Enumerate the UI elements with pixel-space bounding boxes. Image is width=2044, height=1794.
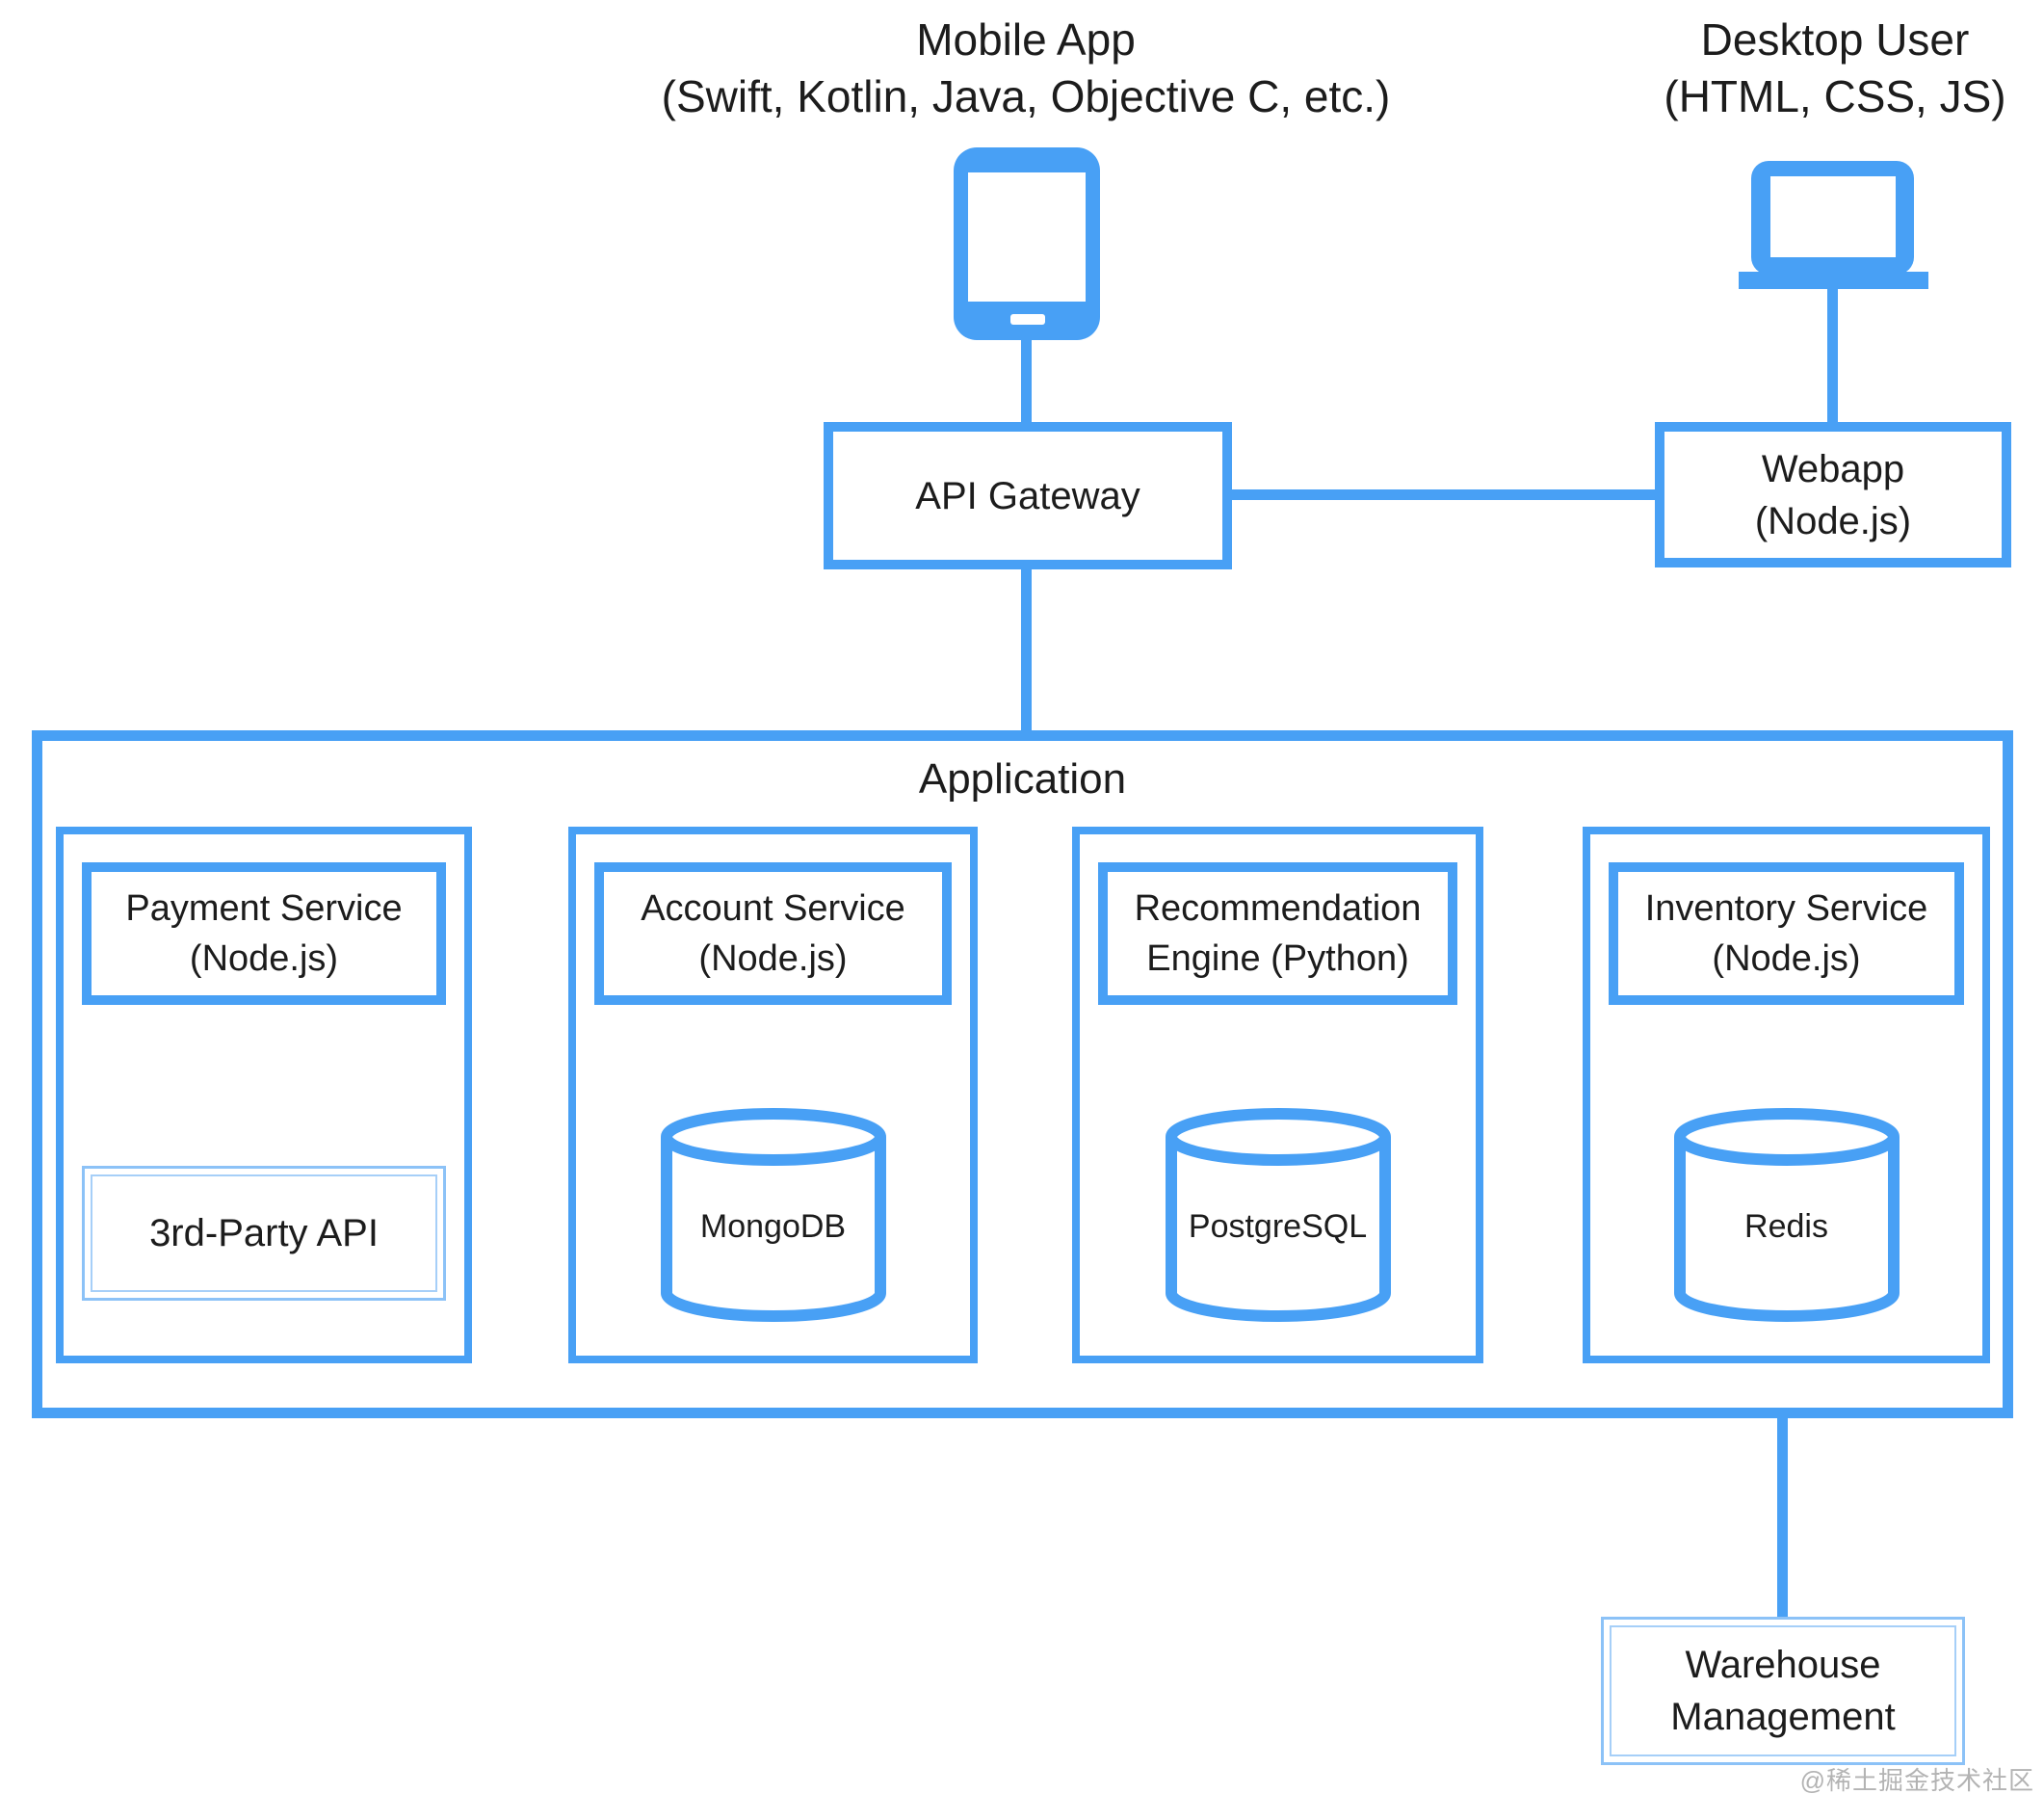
database-cylinder-icon [660,1108,886,1322]
third-party-api-label: 3rd-Party API [149,1212,379,1254]
account-service-title: Account Service (Node.js) [594,862,952,1005]
payment-service-title: Payment Service (Node.js) [82,862,446,1005]
desktop-user-label: Desktop User (HTML, CSS, JS) [1498,12,2044,125]
mongodb-database: MongoDB [660,1108,886,1328]
smartphone-icon [954,147,1100,340]
postgresql-label: PostgreSQL [1188,1208,1368,1245]
recommendation-engine-title-line1: Recommendation [1134,888,1422,929]
recommendation-engine-title: Recommendation Engine (Python) [1098,862,1457,1005]
inventory-service-title-line2: (Node.js) [1712,938,1861,979]
webapp-node: Webapp (Node.js) [1655,422,2011,567]
account-service-box: Account Service (Node.js) MongoDB [568,827,978,1363]
account-service-title-line1: Account Service [641,888,905,929]
webapp-label-line1: Webapp [1761,447,1905,490]
inventory-service-title: Inventory Service (Node.js) [1609,862,1964,1005]
watermark-text: @稀土掘金技术社区 [1799,1766,2034,1794]
recommendation-engine-box: Recommendation Engine (Python) PostgreSQ… [1072,827,1483,1363]
payment-service-title-line2: (Node.js) [189,938,339,979]
redis-database: Redis [1673,1108,1900,1328]
postgresql-database: PostgreSQL [1165,1108,1391,1328]
account-service-title-line2: (Node.js) [698,938,848,979]
webapp-label-line2: (Node.js) [1754,499,1912,542]
warehouse-label-line2: Management [1670,1696,1896,1738]
third-party-api-box: 3rd-Party API [82,1166,446,1301]
recommendation-engine-title-line2: Engine (Python) [1146,938,1409,979]
connector-laptop-webapp [1827,285,1838,424]
mobile-app-subtitle: (Swift, Kotlin, Java, Objective C, etc.) [661,71,1391,121]
api-gateway-label: API Gateway [915,474,1140,517]
redis-label: Redis [1744,1208,1828,1245]
laptop-icon [1739,161,1928,289]
mobile-app-title: Mobile App [916,14,1136,65]
connector-gateway-webapp [1229,489,1657,500]
mongodb-label: MongoDB [699,1208,847,1245]
inventory-service-title-line1: Inventory Service [1644,888,1928,929]
connector-phone-gateway [1021,335,1032,424]
payment-service-box: Payment Service (Node.js) 3rd-Party API [56,827,472,1363]
application-label: Application [918,755,1127,803]
inventory-service-box: Inventory Service (Node.js) Redis [1583,827,1990,1363]
desktop-user-subtitle: (HTML, CSS, JS) [1664,71,2006,121]
database-cylinder-icon [1165,1108,1391,1322]
mobile-app-label: Mobile App (Swift, Kotlin, Java, Objecti… [352,12,1700,125]
database-cylinder-icon [1673,1108,1900,1322]
warehouse-label-line1: Warehouse [1685,1644,1881,1686]
connector-gateway-app [1021,567,1032,732]
connector-app-warehouse [1777,1414,1788,1619]
api-gateway-node: API Gateway [824,422,1232,569]
warehouse-management-box: Warehouse Management [1601,1617,1965,1765]
application-container: Application Payment Service (Node.js) 3r… [32,730,2013,1418]
payment-service-title-line1: Payment Service [125,888,403,929]
desktop-user-title: Desktop User [1700,14,1970,65]
